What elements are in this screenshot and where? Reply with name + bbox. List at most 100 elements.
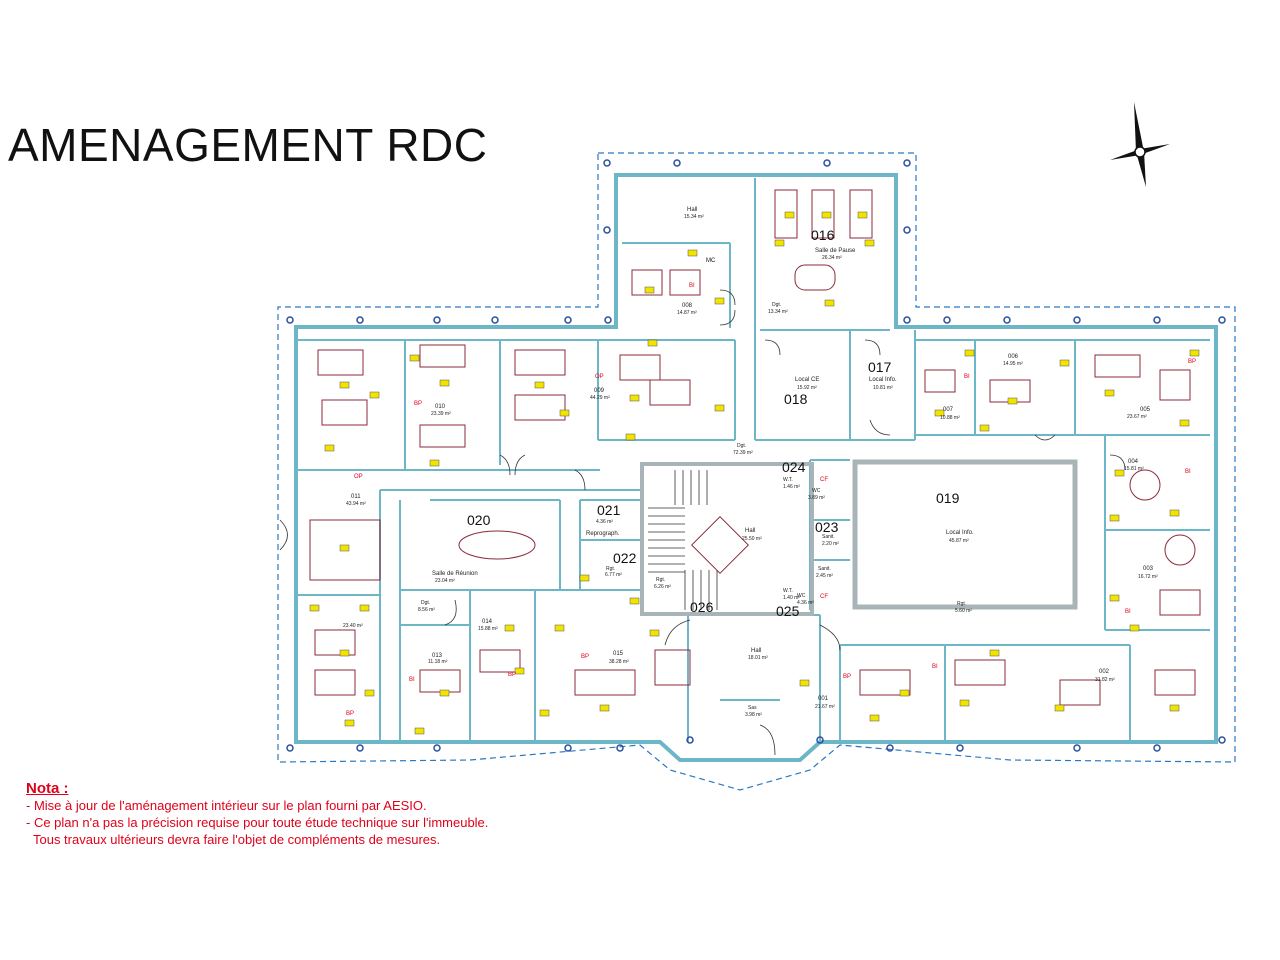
- room-019-name: Local Info.: [946, 530, 974, 536]
- room-007-number: 007: [943, 407, 954, 413]
- room-009-area: 44.29 m²: [590, 395, 610, 401]
- room-015-area: 38.28 m²: [609, 659, 629, 665]
- room-018-name: Local CE: [795, 377, 819, 383]
- room-018-number: 018: [784, 391, 808, 407]
- hall-top-name: Hall: [687, 207, 697, 213]
- room-017-number: 017: [868, 359, 892, 375]
- hall-center-area: 25.50 m²: [742, 536, 762, 542]
- wc-a-name: WC: [812, 488, 821, 494]
- room-004-number: 004: [1128, 459, 1139, 465]
- marker-bp-010: BP: [414, 401, 422, 407]
- dgt-main-area: 72.39 m²: [733, 450, 753, 456]
- marker-bp-012: BP: [346, 711, 354, 717]
- room-024-name: W.T.: [783, 477, 793, 483]
- room-015-number: 015: [613, 651, 624, 657]
- room-022-area: 6.77 m²: [605, 572, 622, 578]
- marker-cf-b: CF: [820, 594, 828, 600]
- room-023-area: 2.20 m²: [822, 541, 839, 547]
- central-core: [640, 459, 1078, 616]
- room-005-area: 23.67 m²: [1127, 414, 1147, 420]
- room-019-number: 019: [936, 490, 960, 506]
- room-014-area: 15.88 m²: [478, 626, 498, 632]
- room-011-area: 43.94 m²: [346, 501, 366, 507]
- marker-op-009: OP: [595, 374, 604, 380]
- doors: [279, 289, 1126, 756]
- marker-bi-003: BI: [1125, 609, 1131, 615]
- room-016-name: Salle de Pause: [815, 248, 856, 254]
- room-008-area: 14.87 m²: [677, 310, 697, 316]
- room-014-number: 014: [482, 619, 493, 625]
- room-024-number: 024: [782, 459, 806, 475]
- yellow-tags: [309, 211, 1200, 735]
- room-018-area: 15.92 m²: [797, 385, 817, 391]
- room-022-number: 022: [613, 550, 637, 566]
- furniture: [309, 189, 1201, 706]
- marker-bi-013: BI: [409, 677, 415, 683]
- marker-mc: MC: [706, 258, 716, 264]
- room-026-number: 026: [690, 599, 714, 615]
- room-010-number: 010: [435, 404, 446, 410]
- page-title: AMENAGEMENT RDC: [8, 119, 488, 171]
- room-025-number: 025: [776, 603, 800, 619]
- room-021-area: 4.36 m²: [596, 519, 613, 525]
- wc-a-area: 3.89 m²: [808, 495, 825, 501]
- pillars: [286, 159, 1226, 752]
- marker-bi-004: BI: [1185, 469, 1191, 475]
- rgt-stair-area: 6.26 m²: [654, 584, 671, 590]
- room-013-area: 11.18 m²: [428, 659, 448, 665]
- marker-bi-007: BI: [964, 374, 970, 380]
- room-016-number: 016: [811, 227, 835, 243]
- room-020-area: 23.04 m²: [435, 578, 455, 584]
- building-walls: [294, 173, 1218, 762]
- stairs: [648, 470, 718, 610]
- sanit-b-name: Sanit.: [818, 566, 831, 572]
- notes-block: Nota : - Mise à jour de l'aménagement in…: [26, 780, 488, 848]
- room-023-number: 023: [815, 519, 839, 535]
- dgt-top-area: 13.34 m²: [768, 309, 788, 315]
- dgt-left-area: 8.56 m²: [418, 607, 435, 613]
- sas-area: 3.98 m²: [745, 712, 762, 718]
- room-002-area: 31.82 m²: [1095, 677, 1115, 683]
- marker-cf-a: CF: [820, 477, 828, 483]
- room-025-area: 1.40 m²: [783, 595, 800, 601]
- room-013-number: 013: [432, 653, 443, 659]
- sas-name: Sas: [748, 705, 757, 711]
- north-arrow-icon: [1110, 102, 1170, 187]
- marker-bp-014: BP: [508, 672, 516, 678]
- room-009-number: 009: [594, 388, 605, 394]
- hall-center-name: Hall: [745, 528, 755, 534]
- room-006-number: 006: [1008, 354, 1019, 360]
- room-010-area: 23.39 m²: [431, 411, 451, 417]
- dgt-main-name: Dgt.: [737, 443, 746, 449]
- room-019-area: 45.87 m²: [949, 538, 969, 544]
- room-016-area: 26.34 m²: [822, 255, 842, 261]
- rgt-019-name: Rgt.: [957, 601, 966, 607]
- dgt-top-name: Dgt.: [772, 302, 781, 308]
- wc-b-name: WC: [797, 593, 806, 599]
- room-001-number: 001: [818, 696, 829, 702]
- notes-heading: Nota :: [26, 780, 69, 797]
- marker-bi-001: BI: [932, 664, 938, 670]
- room-023-name: Sanit.: [822, 534, 835, 540]
- rgt-019-area: 5.60 m²: [955, 608, 972, 614]
- room-004-area: 15.81 m²: [1124, 466, 1144, 472]
- room-021-number: 021: [597, 502, 621, 518]
- room-011-number: 011: [351, 494, 361, 500]
- notes-line-1: - Mise à jour de l'aménagement intérieur…: [26, 798, 427, 813]
- dgt-left-name: Dgt.: [421, 600, 430, 606]
- room-005-number: 005: [1140, 407, 1151, 413]
- marker-op-011: OP: [354, 474, 363, 480]
- marker-bi-008: BI: [689, 283, 695, 289]
- room-007-area: 10.88 m²: [940, 415, 960, 421]
- room-020-number: 020: [467, 512, 491, 528]
- room-017-area: 10.81 m²: [873, 385, 893, 391]
- notes-line-3: Tous travaux ultérieurs devra faire l'ob…: [26, 832, 441, 847]
- hall-bottom-name: Hall: [751, 648, 761, 654]
- room-003-number: 003: [1143, 566, 1154, 572]
- room-labels: 016 017 018 019 020 021 022 023 024 025 …: [343, 207, 1196, 718]
- room-003-area: 16.72 m²: [1138, 574, 1158, 580]
- room-025-name: W.T.: [783, 588, 793, 594]
- room-024-area: 1.46 m²: [783, 484, 800, 490]
- room-001-area: 21.67 m²: [815, 704, 835, 710]
